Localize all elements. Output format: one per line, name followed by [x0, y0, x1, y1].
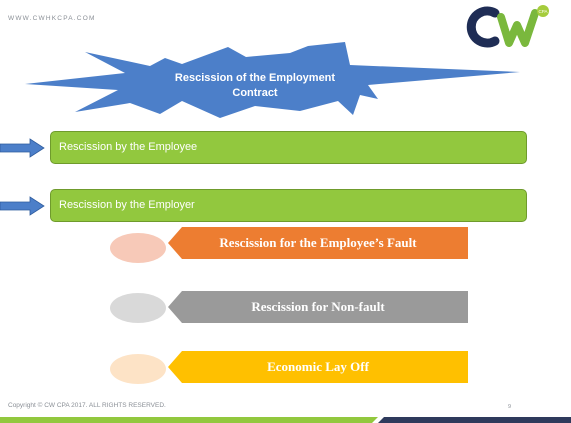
page-number: 9 [508, 404, 512, 410]
slide-title-line2: Contract [232, 87, 278, 99]
copyright-text: Copyright © CW CPA 2017. ALL RIGHTS RESE… [8, 402, 166, 409]
right-arrow-icon [0, 138, 45, 158]
website-url: WWW.CWHKCPA.COM [8, 15, 96, 22]
bar-rescission-by-employee: Rescission by the Employee [50, 131, 527, 164]
banner-non-fault-label: Rescission for Non-fault [251, 299, 385, 314]
bar-rescission-by-employer: Rescission by the Employer [50, 189, 527, 222]
banner-economic-lay-off: Economic Lay Off [168, 351, 468, 383]
banner-employee-fault-label: Rescission for the Employee’s Fault [219, 235, 417, 250]
banner-employee-fault: Rescission for the Employee’s Fault [168, 227, 468, 259]
logo-badge-text: CPA [539, 9, 548, 14]
banner-non-fault: Rescission for Non-fault [168, 291, 468, 323]
ellipse-decoration [110, 293, 166, 323]
banner-economic-lay-off-label: Economic Lay Off [267, 359, 369, 374]
cw-cpa-logo: CPA [465, 3, 551, 51]
slide-title: Rescission of the Employment Contract [160, 71, 350, 101]
ellipse-decoration [110, 354, 166, 384]
right-arrow-icon [0, 196, 45, 216]
footer-stripe [0, 417, 571, 423]
slide-title-line1: Rescission of the Employment [174, 72, 336, 84]
ellipse-decoration [110, 233, 166, 263]
